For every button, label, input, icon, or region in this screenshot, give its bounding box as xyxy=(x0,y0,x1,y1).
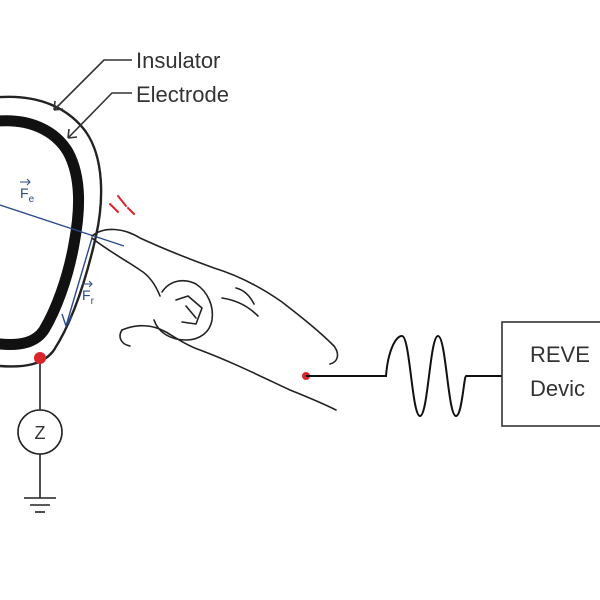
hand-outline xyxy=(91,228,339,411)
reve-device-box xyxy=(501,321,600,427)
impedance-label: Z xyxy=(35,423,46,443)
electrode-label: Electrode xyxy=(136,82,229,107)
electrode-leader xyxy=(67,92,132,139)
device-label-line2: Devic xyxy=(530,376,585,401)
force-e-label: Fe xyxy=(20,185,35,205)
electrode-leader-arrow xyxy=(67,128,78,139)
insulator-outline xyxy=(0,95,103,368)
insulator-leader xyxy=(53,59,132,111)
friction-force-arrowhead xyxy=(61,313,73,328)
ground-icon xyxy=(24,497,56,513)
electrode-band xyxy=(0,115,85,350)
friction-force-vector xyxy=(65,237,93,327)
insulator-label: Insulator xyxy=(136,48,220,73)
force-r-label: Fr xyxy=(82,287,95,307)
force-e-arrow-mark xyxy=(20,178,31,186)
electrostatic-force-vector xyxy=(0,204,125,247)
device-label-line1: REVE xyxy=(530,342,590,367)
force-r-arrow-mark xyxy=(82,280,93,288)
insulator-leader-arrow xyxy=(53,100,64,111)
grounding-contact-point xyxy=(34,352,46,364)
sensation-marks xyxy=(109,195,135,215)
signal-wire xyxy=(306,334,502,418)
